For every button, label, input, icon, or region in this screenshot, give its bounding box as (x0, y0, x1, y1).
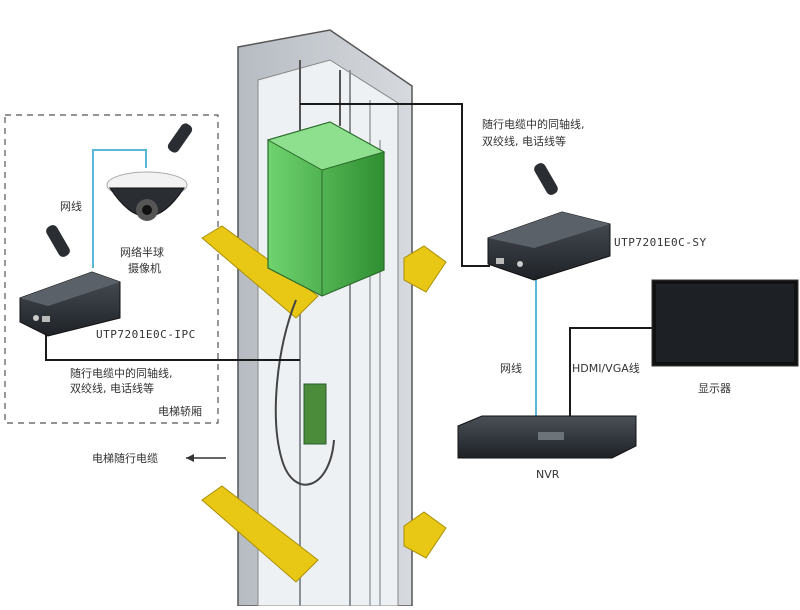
net-cable-right-label: 网线 (500, 361, 522, 375)
cable-note-left-line2: 双绞线, 电话线等 (70, 381, 154, 395)
dome-camera-icon (106, 171, 188, 221)
counterweight (303, 383, 327, 445)
traveling-cable-label: 电梯随行电缆 (92, 451, 158, 465)
receiver-model-label: UTP7201E0C-SY (614, 236, 707, 249)
antenna-icon (534, 163, 558, 195)
cable-shaft-to-receiver (300, 103, 490, 267)
cable-note-right-line2: 双绞线, 电话线等 (482, 134, 566, 148)
lower-rail-right (403, 511, 447, 559)
camera-label-line2: 摄像机 (128, 261, 161, 275)
upper-rail-right (403, 245, 447, 293)
nvr-label: NVR (536, 468, 560, 481)
transmitter-model-label: UTP7201E0C-IPC (96, 328, 196, 341)
traveling-cable-loop (274, 299, 335, 486)
upper-rail-left (201, 225, 319, 319)
antenna-icon (46, 225, 70, 257)
nvr-icon (457, 415, 637, 459)
cable-transmitter-to-shaft (45, 334, 300, 361)
hdmi-label: HDMI/VGA线 (572, 361, 640, 375)
lower-rail-left (201, 485, 319, 583)
monitor-icon (651, 279, 799, 367)
arrow-left-icon (186, 454, 226, 462)
elevator-car-label: 电梯轿厢 (158, 404, 202, 418)
hdmi-cable (569, 327, 652, 418)
cable-note-left-line1: 随行电缆中的同轴线, (70, 366, 173, 380)
car-region-border (4, 114, 219, 424)
net-cable-left-label: 网线 (60, 199, 82, 213)
net-cable-camera (92, 149, 147, 268)
receiver-icon (487, 211, 611, 281)
monitor-label: 显示器 (698, 382, 731, 395)
cable-note-right-line1: 随行电缆中的同轴线, (482, 117, 585, 131)
camera-label-line1: 网络半球 (120, 245, 164, 259)
antenna-icon (167, 123, 193, 153)
elevator-car (266, 60, 386, 297)
transmitter-icon (19, 271, 121, 337)
